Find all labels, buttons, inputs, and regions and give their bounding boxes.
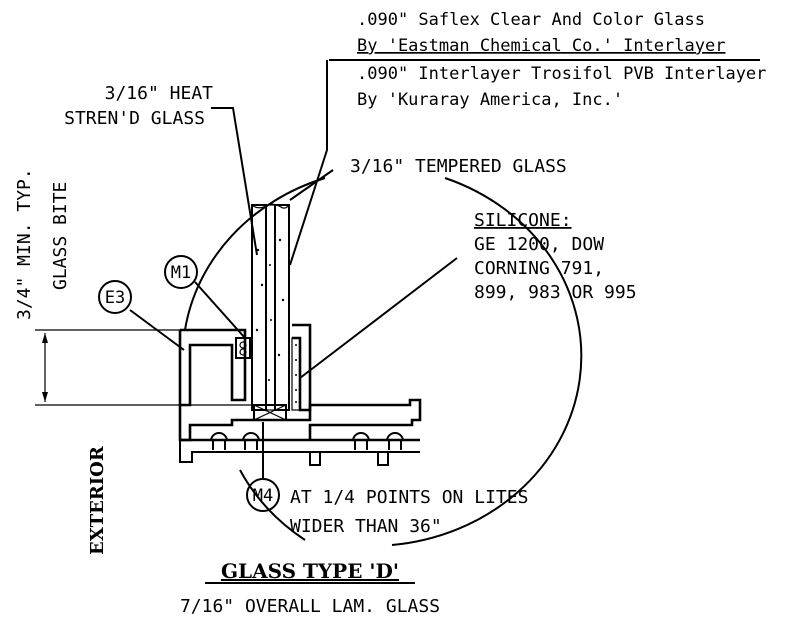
silicone-dots xyxy=(295,344,297,403)
screw-boss-left xyxy=(210,432,228,450)
top-label-3: .090" Interlayer Trosifol PVB Interlayer xyxy=(357,64,766,84)
exterior-label: EXTERIOR xyxy=(87,445,108,555)
detail-circle xyxy=(184,177,583,546)
screw-boss-left-2 xyxy=(242,432,260,450)
leader-silicone xyxy=(299,257,458,379)
callout-m1-label: M1 xyxy=(171,263,191,283)
gasket-m1 xyxy=(235,337,251,359)
silicone-title: SILICONE: xyxy=(474,210,572,231)
m4-note-2: WIDER THAN 36" xyxy=(290,516,442,537)
top-label-2: By 'Eastman Chemical Co.' Interlayer xyxy=(357,36,725,56)
silicone-line-2: CORNING 791, xyxy=(474,258,604,279)
setting-block xyxy=(253,404,287,421)
top-label-4: By 'Kuraray America, Inc.' xyxy=(357,90,623,110)
callout-m1: M1 xyxy=(164,255,198,289)
tempered-pane xyxy=(274,204,290,411)
screw-boss-right xyxy=(352,432,370,450)
callout-e3: E3 xyxy=(98,280,132,314)
leader-heat-glass xyxy=(211,107,258,256)
drawing-title: GLASS TYPE 'D' xyxy=(221,559,399,583)
pvb-interlayer xyxy=(265,204,276,411)
leader-top-labels xyxy=(289,60,328,266)
leader-e3 xyxy=(129,309,185,351)
callout-m4: M4 xyxy=(246,478,280,512)
interlayer-notes: .090" Saflex Clear And Color Glass By 'E… xyxy=(329,10,766,110)
m4-note-1: AT 1/4 POINTS ON LITES xyxy=(290,487,528,508)
tempered-glass-label: 3/16" TEMPERED GLASS xyxy=(350,156,567,177)
callout-m4-label: M4 xyxy=(253,486,273,506)
drawing-subtitle: 7/16" OVERALL LAM. GLASS xyxy=(180,596,440,617)
frame-profile xyxy=(178,323,422,466)
callout-e3-label: E3 xyxy=(105,288,125,308)
top-label-1: .090" Saflex Clear And Color Glass xyxy=(357,10,705,30)
glass-bite-label: GLASS BITE xyxy=(50,182,71,290)
min-typ-label: 3/4" MIN. TYP. xyxy=(14,168,35,320)
leaders xyxy=(129,60,458,478)
glass-laminate xyxy=(251,203,290,411)
silicone-line-3: 899, 983 OR 995 xyxy=(474,282,637,303)
silicone-note: SILICONE: GE 1200, DOW CORNING 791, 899,… xyxy=(474,210,637,303)
silicone-line-1: GE 1200, DOW xyxy=(474,234,604,255)
heat-glass-label-1: 3/16" HEAT xyxy=(105,83,214,104)
silicone-bead xyxy=(291,337,301,411)
heat-glass-label-2: STREN'D GLASS xyxy=(64,108,205,129)
leader-tempered xyxy=(289,169,334,201)
screw-boss-right-2 xyxy=(386,432,404,450)
glass-bite-dimension xyxy=(35,329,255,406)
break-line xyxy=(251,203,290,209)
leader-m1 xyxy=(194,281,246,339)
glass-hatch-dots xyxy=(255,238,285,381)
